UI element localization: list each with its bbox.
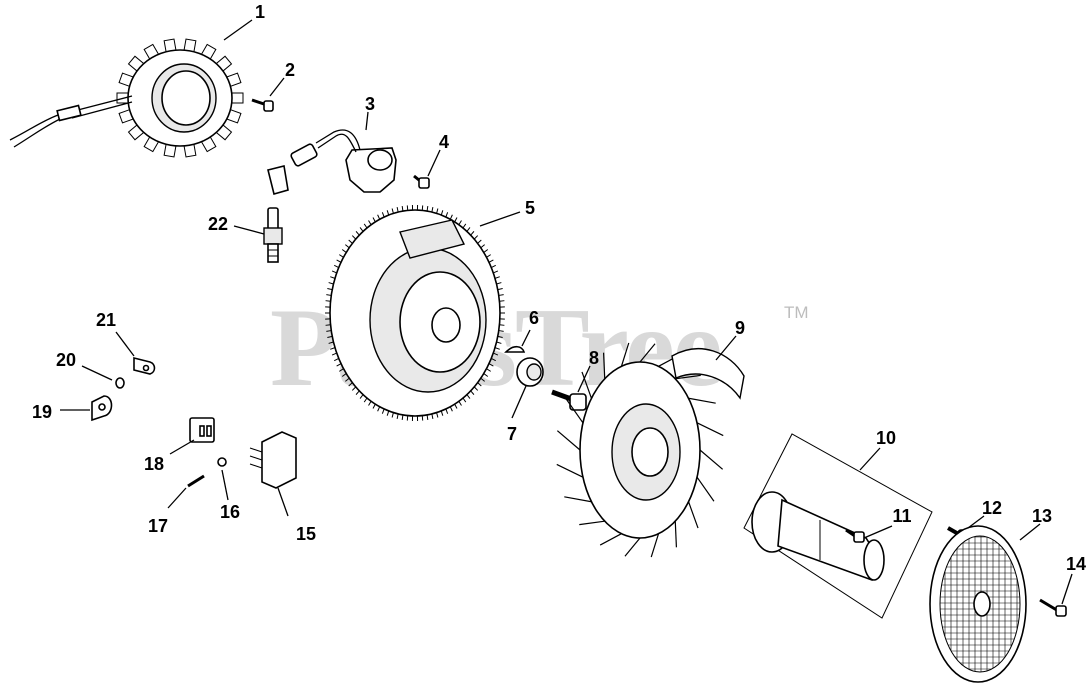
callout-4: 4	[439, 132, 449, 152]
part-screw-17[interactable]	[187, 474, 205, 488]
watermark-trademark: TM	[784, 303, 809, 322]
part-washer-20[interactable]	[115, 377, 125, 389]
callout-3: 3	[365, 94, 375, 114]
part-key[interactable]	[504, 345, 526, 353]
callout-9: 9	[735, 318, 745, 338]
part-regulator[interactable]	[249, 431, 297, 489]
callout-13: 13	[1032, 506, 1052, 526]
part-ignition-module[interactable]	[267, 129, 397, 195]
part-shaft-assembly[interactable]	[743, 433, 933, 619]
callout-17: 17	[148, 516, 168, 536]
callout-21: 21	[96, 310, 116, 330]
callout-7: 7	[507, 424, 517, 444]
part-bolt-8[interactable]	[551, 389, 587, 411]
callout-10: 10	[876, 428, 896, 448]
callout-20: 20	[56, 350, 76, 370]
callout-6: 6	[529, 308, 539, 328]
part-bolt-11[interactable]	[845, 528, 865, 543]
part-stator[interactable]	[9, 38, 244, 158]
part-screw-4[interactable]	[413, 174, 430, 189]
part-screw-2[interactable]	[251, 98, 274, 112]
part-fan[interactable]	[556, 342, 745, 558]
callout-5: 5	[525, 198, 535, 218]
callout-19: 19	[32, 402, 52, 422]
callout-11: 11	[892, 506, 911, 526]
part-clamp-21[interactable]	[133, 356, 156, 375]
callout-14: 14	[1066, 554, 1086, 574]
callout-15: 15	[296, 524, 316, 544]
leader-lines	[60, 19, 1073, 605]
callout-22: 22	[208, 214, 228, 234]
part-spark-plug[interactable]	[263, 207, 283, 263]
part-clamp-19[interactable]	[91, 395, 113, 422]
part-flywheel[interactable]	[325, 205, 505, 421]
part-connector[interactable]	[189, 417, 215, 443]
part-washer-7[interactable]	[516, 357, 544, 387]
callout-16: 16	[220, 502, 240, 522]
callout-1: 1	[255, 2, 265, 22]
callout-12: 12	[982, 498, 1002, 518]
part-washer-16[interactable]	[217, 457, 227, 467]
callout-18: 18	[144, 454, 164, 474]
part-bolt-14[interactable]	[1039, 598, 1067, 617]
part-grille[interactable]	[929, 525, 1027, 683]
callout-8: 8	[589, 348, 599, 368]
callout-2: 2	[285, 60, 295, 80]
